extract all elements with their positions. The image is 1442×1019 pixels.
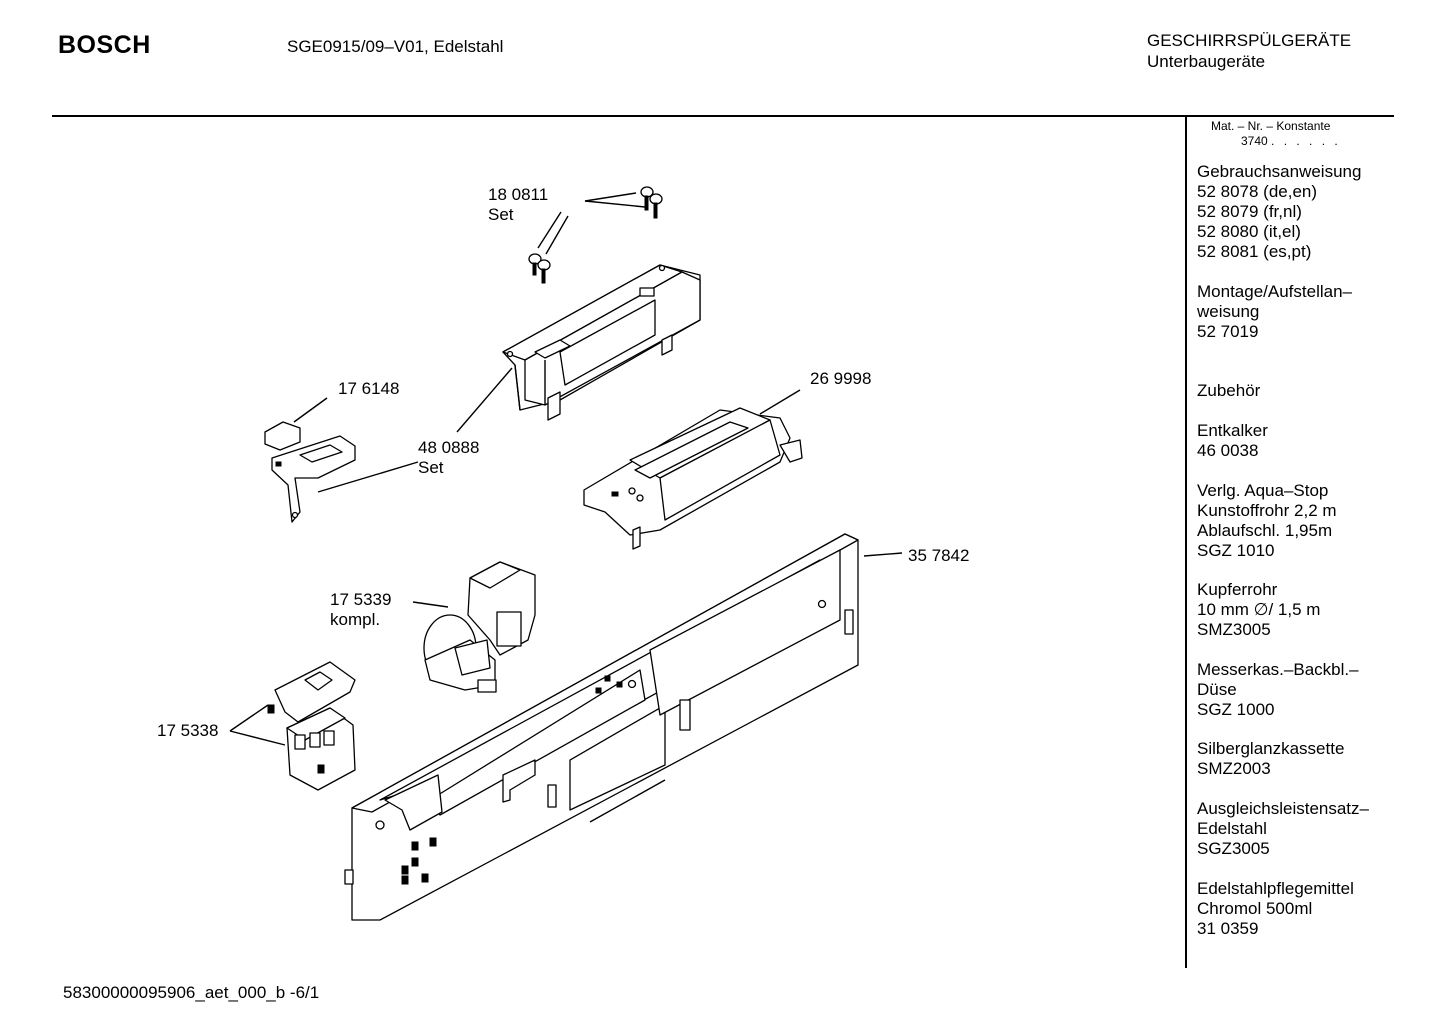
document-id: 58300000095906_aet_000_b -6/1 — [63, 983, 320, 1002]
sidebar-line: Silberglanzkassette — [1197, 739, 1345, 758]
matnr-block: Mat. – Nr. – Konstante 3740 . . . . . . — [1211, 119, 1341, 149]
sidebar-group-copper-pipe: Kupferrohr 10 mm ∅/ 1,5 m SMZ3005 — [1197, 580, 1320, 640]
sidebar-group-accessories: Zubehör — [1197, 381, 1260, 401]
bracket-part — [264, 421, 356, 523]
part-number: 26 9998 — [810, 369, 872, 388]
control-panel-part — [344, 533, 859, 921]
sidebar-line: Verlg. Aqua–Stop — [1197, 481, 1329, 500]
switch-module-part — [583, 407, 803, 550]
part-label-switch-module: 26 9998 — [810, 369, 871, 389]
sidebar-group-strip-set: Ausgleichsleistensatz– Edelstahl SGZ3005 — [1197, 799, 1369, 859]
part-note: kompl. — [330, 610, 381, 629]
category-heading: GESCHIRRSPÜLGERÄTE Unterbaugeräte — [1147, 30, 1351, 72]
sidebar-line: 52 8081 (es,pt) — [1197, 242, 1312, 261]
sidebar-group-cassette: Silberglanzkassette SMZ2003 — [1197, 739, 1344, 779]
exploded-view-drawing — [229, 186, 903, 921]
sidebar-group-descaler: Entkalker 46 0038 — [1197, 421, 1268, 461]
sidebar-line: SMZ2003 — [1197, 759, 1271, 778]
header-divider — [52, 115, 1394, 117]
part-label-panel: 35 7842 — [908, 546, 969, 566]
part-label-power-switch: 17 5338 — [157, 721, 218, 741]
sidebar-line: Gebrauchsanweisung — [1197, 162, 1362, 181]
sidebar-line: Montage/Aufstellan– — [1197, 282, 1352, 301]
sidebar-line: Kunstoffrohr 2,2 m — [1197, 501, 1337, 520]
sidebar-line: 52 8078 (de,en) — [1197, 182, 1318, 201]
power-switch-part — [267, 661, 356, 791]
sidebar-line: Edelstahlpflegemittel — [1197, 879, 1354, 898]
sidebar-line: Entkalker — [1197, 421, 1268, 440]
sidebar-line: Zubehör — [1197, 381, 1261, 400]
sidebar-line: weisung — [1197, 302, 1260, 321]
sidebar-line: Düse — [1197, 680, 1237, 699]
part-note: Set — [488, 205, 514, 224]
part-label-selector: 17 5339 kompl. — [330, 590, 391, 630]
sidebar-line: 52 8080 (it,el) — [1197, 222, 1301, 241]
matnr-label: Mat. – Nr. – Konstante — [1211, 119, 1331, 133]
sidebar-line: Messerkas.–Backbl.– — [1197, 660, 1359, 679]
part-number: 17 5338 — [157, 721, 219, 740]
part-label-screws: 18 0811 Set — [488, 185, 548, 225]
sidebar-line: 31 0359 — [1197, 919, 1259, 938]
sidebar-line: 52 7019 — [1197, 322, 1259, 341]
sidebar-line: 46 0038 — [1197, 441, 1259, 460]
leader-lines — [229, 192, 903, 746]
sidebar-line: SGZ3005 — [1197, 839, 1270, 858]
matnr-dots: . . . . . . — [1271, 134, 1341, 148]
part-number: 17 6148 — [338, 379, 400, 398]
sidebar-line: Ausgleichsleistensatz– — [1197, 799, 1369, 818]
part-label-housing: 48 0888 Set — [418, 438, 479, 478]
selector-part — [423, 561, 536, 693]
part-number: 17 5339 — [330, 590, 392, 609]
category-line-1: GESCHIRRSPÜLGERÄTE — [1147, 31, 1352, 50]
category-line-2: Unterbaugeräte — [1147, 52, 1266, 71]
sidebar-line: Kupferrohr — [1197, 580, 1278, 599]
sidebar-group-care: Edelstahlpflegemittel Chromol 500ml 31 0… — [1197, 879, 1354, 939]
sidebar-line: 10 mm ∅/ 1,5 m — [1197, 600, 1321, 619]
model-title: SGE0915/09–V01, Edelstahl — [287, 37, 504, 56]
screw-set-part — [528, 186, 663, 284]
sidebar-line: 52 8079 (fr,nl) — [1197, 202, 1302, 221]
part-number: 48 0888 — [418, 438, 480, 457]
housing-part — [502, 264, 701, 421]
sidebar-line: SGZ 1000 — [1197, 700, 1275, 719]
sidebar-divider — [1185, 117, 1187, 968]
sidebar-line: Edelstahl — [1197, 819, 1267, 838]
sidebar-line: Ablaufschl. 1,95m — [1197, 521, 1333, 540]
part-number: 35 7842 — [908, 546, 970, 565]
matnr-value: 3740 — [1241, 134, 1268, 148]
part-number: 18 0811 — [488, 185, 549, 204]
sidebar-line: Chromol 500ml — [1197, 899, 1313, 918]
sidebar-group-manual: Gebrauchsanweisung 52 8078 (de,en) 52 80… — [1197, 162, 1361, 262]
sidebar-line: SMZ3005 — [1197, 620, 1271, 639]
sidebar-group-aquastop: Verlg. Aqua–Stop Kunstoffrohr 2,2 m Abla… — [1197, 481, 1337, 561]
sidebar-group-installation: Montage/Aufstellan– weisung 52 7019 — [1197, 282, 1352, 342]
sidebar-line: SGZ 1010 — [1197, 541, 1275, 560]
part-note: Set — [418, 458, 444, 477]
sidebar-group-nozzle: Messerkas.–Backbl.– Düse SGZ 1000 — [1197, 660, 1359, 720]
brand-logo: BOSCH — [58, 31, 151, 59]
part-label-bracket: 17 6148 — [338, 379, 399, 399]
